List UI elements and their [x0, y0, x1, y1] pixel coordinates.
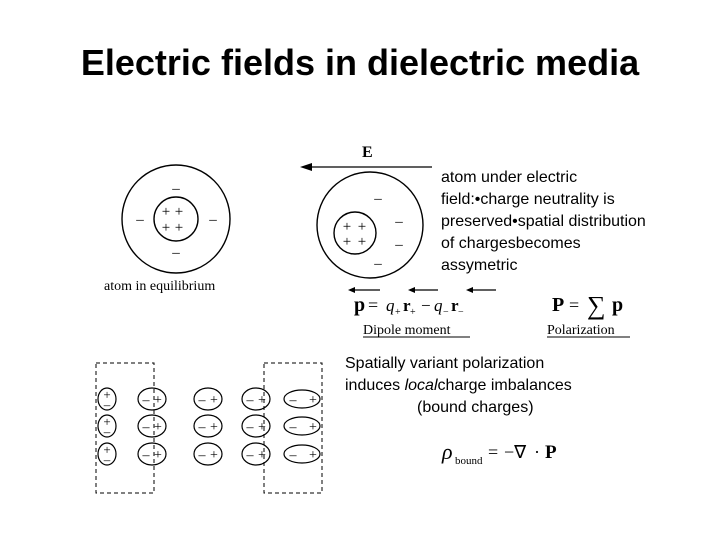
slide-title: Electric fields in dielectric media	[80, 42, 640, 83]
polarization-label: Polarization	[547, 323, 615, 338]
svg-text:–: –	[142, 393, 151, 408]
svg-text:+: +	[103, 387, 110, 402]
polarized-nucleus	[333, 211, 377, 255]
eq-electron-left: –	[135, 212, 144, 228]
svg-text:bound: bound	[455, 455, 483, 467]
svg-text:p: p	[612, 294, 623, 316]
field-label: E	[362, 144, 373, 161]
svg-text:+: +	[154, 420, 162, 435]
svg-text:·: ·	[534, 442, 540, 462]
svg-text:–: –	[246, 420, 255, 435]
svg-text:−∇: −∇	[504, 442, 527, 462]
svg-text:–: –	[103, 397, 111, 412]
eq-proton: +	[175, 220, 183, 236]
pol-electron: –	[394, 237, 403, 253]
eq-electron-bottom: –	[171, 245, 180, 261]
svg-text:=: =	[368, 295, 378, 315]
atom-nucleus	[153, 196, 199, 242]
svg-text:r: r	[451, 296, 459, 315]
atom-equilibrium	[121, 164, 231, 274]
svg-text:−: −	[443, 307, 449, 318]
left-boundary-box	[95, 362, 155, 494]
field-arrowhead	[300, 163, 312, 171]
dipole-formula: p = q + r + − q − r −	[348, 287, 496, 318]
note-line: preserved•spatial distribution	[441, 213, 646, 230]
eq-electron-top: –	[171, 181, 180, 197]
pol-proton: +	[343, 234, 351, 250]
svg-text:–: –	[142, 420, 151, 435]
svg-text:+: +	[309, 448, 317, 463]
note-line: (bound charges)	[417, 399, 534, 416]
eq-proton: +	[162, 220, 170, 236]
atom-outer-shell	[121, 164, 231, 274]
svg-text:q: q	[386, 296, 395, 315]
svg-text:+: +	[210, 420, 218, 435]
bound-charge-formula: ρ bound = −∇ · P	[441, 439, 557, 467]
dipole-moment-label: Dipole moment	[363, 323, 451, 338]
pol-electron: –	[373, 191, 382, 207]
note-line: induces localcharge imbalances	[345, 377, 572, 394]
eq-proton: +	[162, 204, 170, 220]
svg-text:+: +	[210, 393, 218, 408]
svg-text:–: –	[246, 448, 255, 463]
spatial-polarization-note: Spatially variant polarization induces l…	[345, 353, 572, 419]
svg-text:+: +	[154, 393, 162, 408]
svg-text:–: –	[289, 448, 298, 463]
atom-equilibrium-label: atom in equilibrium	[104, 279, 215, 294]
svg-text:p: p	[354, 294, 365, 316]
svg-text:+: +	[210, 448, 218, 463]
svg-text:+: +	[309, 393, 317, 408]
atom-polarized	[316, 171, 424, 279]
svg-text:–: –	[289, 393, 298, 408]
note-line: assymetric	[441, 257, 518, 274]
pol-electron: –	[394, 214, 403, 230]
svg-text:–: –	[198, 420, 207, 435]
polarization-formula: P = ∑ p	[552, 291, 623, 320]
svg-text:−: −	[458, 307, 464, 318]
eq-proton: +	[175, 204, 183, 220]
note-line: of chargesbecomes	[441, 235, 581, 252]
svg-text:+: +	[258, 448, 266, 463]
dipole-lattice	[137, 387, 321, 466]
svg-text:–: –	[289, 420, 298, 435]
svg-text:–: –	[246, 393, 255, 408]
svg-text:+: +	[410, 307, 416, 318]
svg-text:ρ: ρ	[441, 439, 453, 464]
svg-text:–: –	[198, 393, 207, 408]
svg-text:–: –	[103, 452, 111, 467]
svg-text:+: +	[395, 307, 401, 318]
svg-text:q: q	[434, 296, 443, 315]
svg-text:P: P	[552, 294, 564, 316]
right-boundary-box	[263, 362, 323, 494]
dipole-column-1	[97, 387, 117, 466]
slab-boundaries	[95, 362, 323, 494]
eq-electron-right: –	[208, 212, 217, 228]
svg-text:=: =	[488, 442, 498, 462]
svg-text:–: –	[142, 448, 151, 463]
pol-electron: –	[373, 256, 382, 272]
svg-text:+: +	[103, 414, 110, 429]
svg-text:∑: ∑	[587, 291, 606, 320]
pol-proton: +	[343, 219, 351, 235]
svg-text:−: −	[421, 296, 431, 315]
note-line: atom under electric	[441, 169, 578, 186]
svg-text:P: P	[545, 442, 557, 463]
pol-proton: +	[358, 219, 366, 235]
svg-text:+: +	[258, 393, 266, 408]
svg-text:+: +	[258, 420, 266, 435]
polarized-outer-shell	[316, 171, 424, 279]
note-line: Spatially variant polarization	[345, 355, 545, 372]
note-line: field:•charge neutrality is	[441, 191, 615, 208]
svg-text:–: –	[198, 448, 207, 463]
svg-text:+: +	[103, 442, 110, 457]
pol-proton: +	[358, 234, 366, 250]
svg-text:–: –	[103, 424, 111, 439]
svg-text:=: =	[569, 295, 579, 315]
atom-field-note: atom under electric field:•charge neutra…	[441, 167, 646, 277]
svg-text:+: +	[154, 448, 162, 463]
svg-text:+: +	[309, 420, 317, 435]
svg-text:r: r	[403, 296, 411, 315]
